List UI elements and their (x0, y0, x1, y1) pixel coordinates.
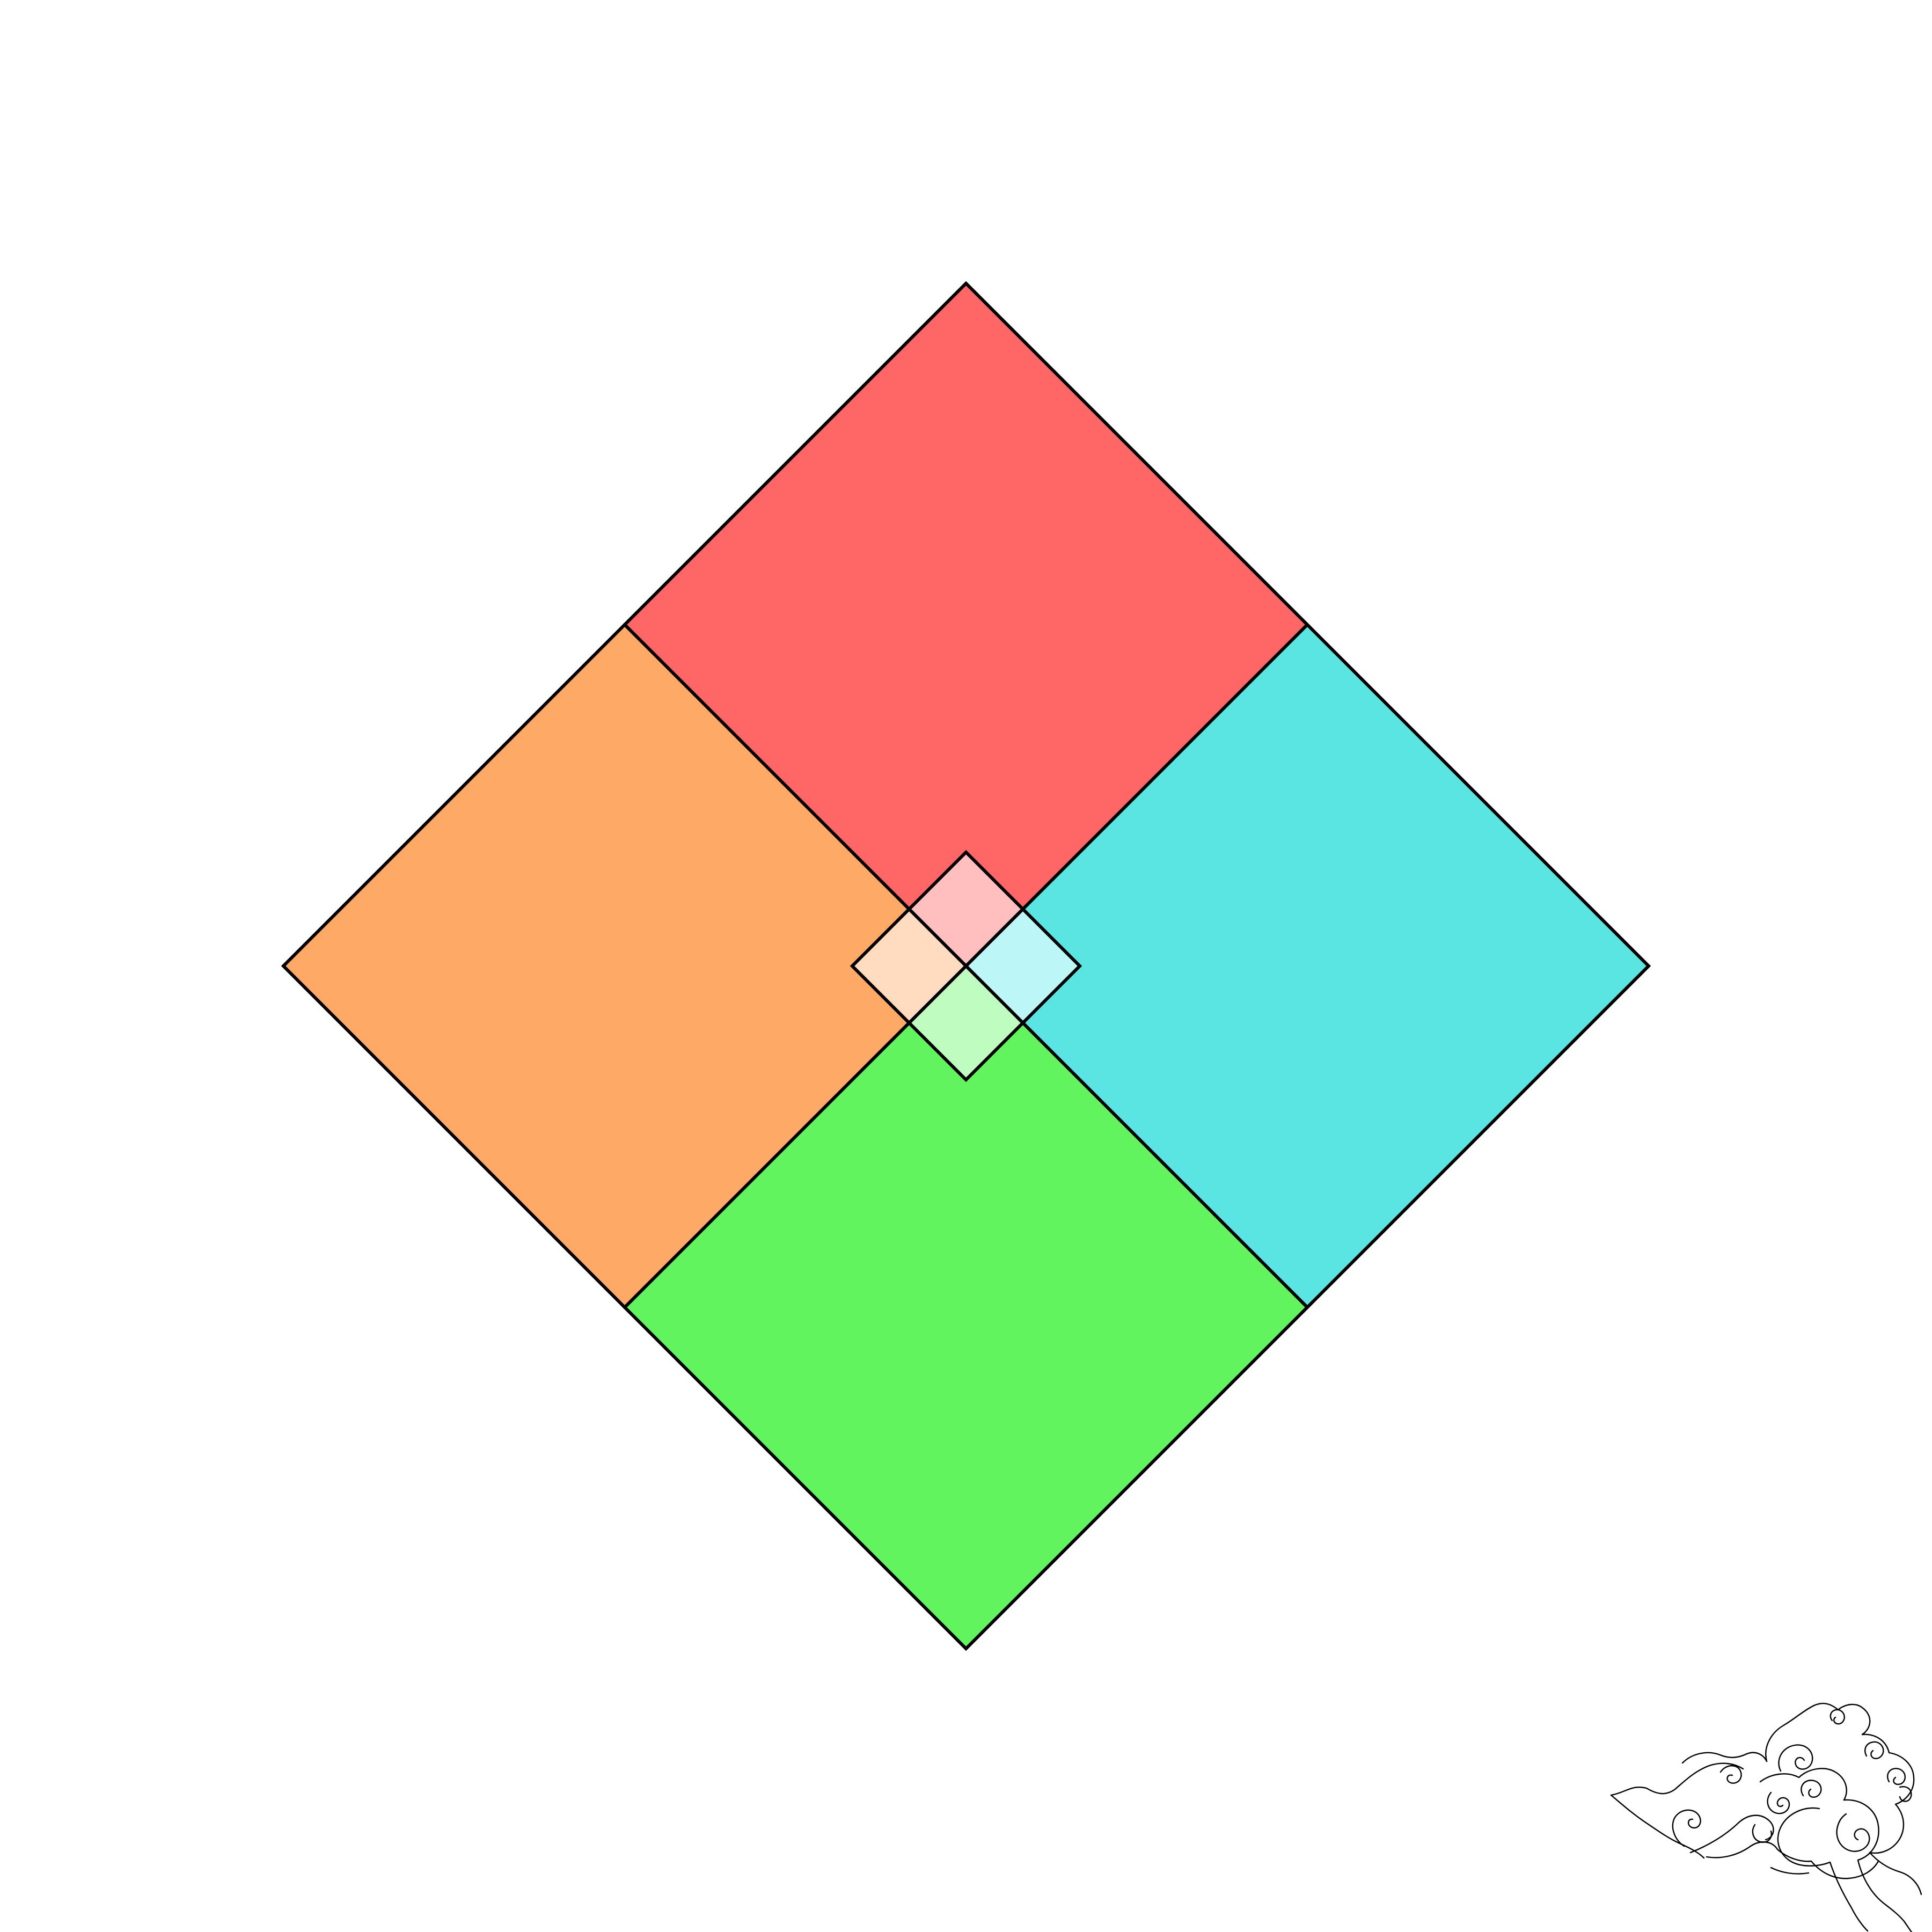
inner-quadrant-left (850, 906, 969, 1026)
outer-quadrant-left (281, 622, 969, 1310)
cloud-swirl-icon (1610, 1702, 1922, 1932)
